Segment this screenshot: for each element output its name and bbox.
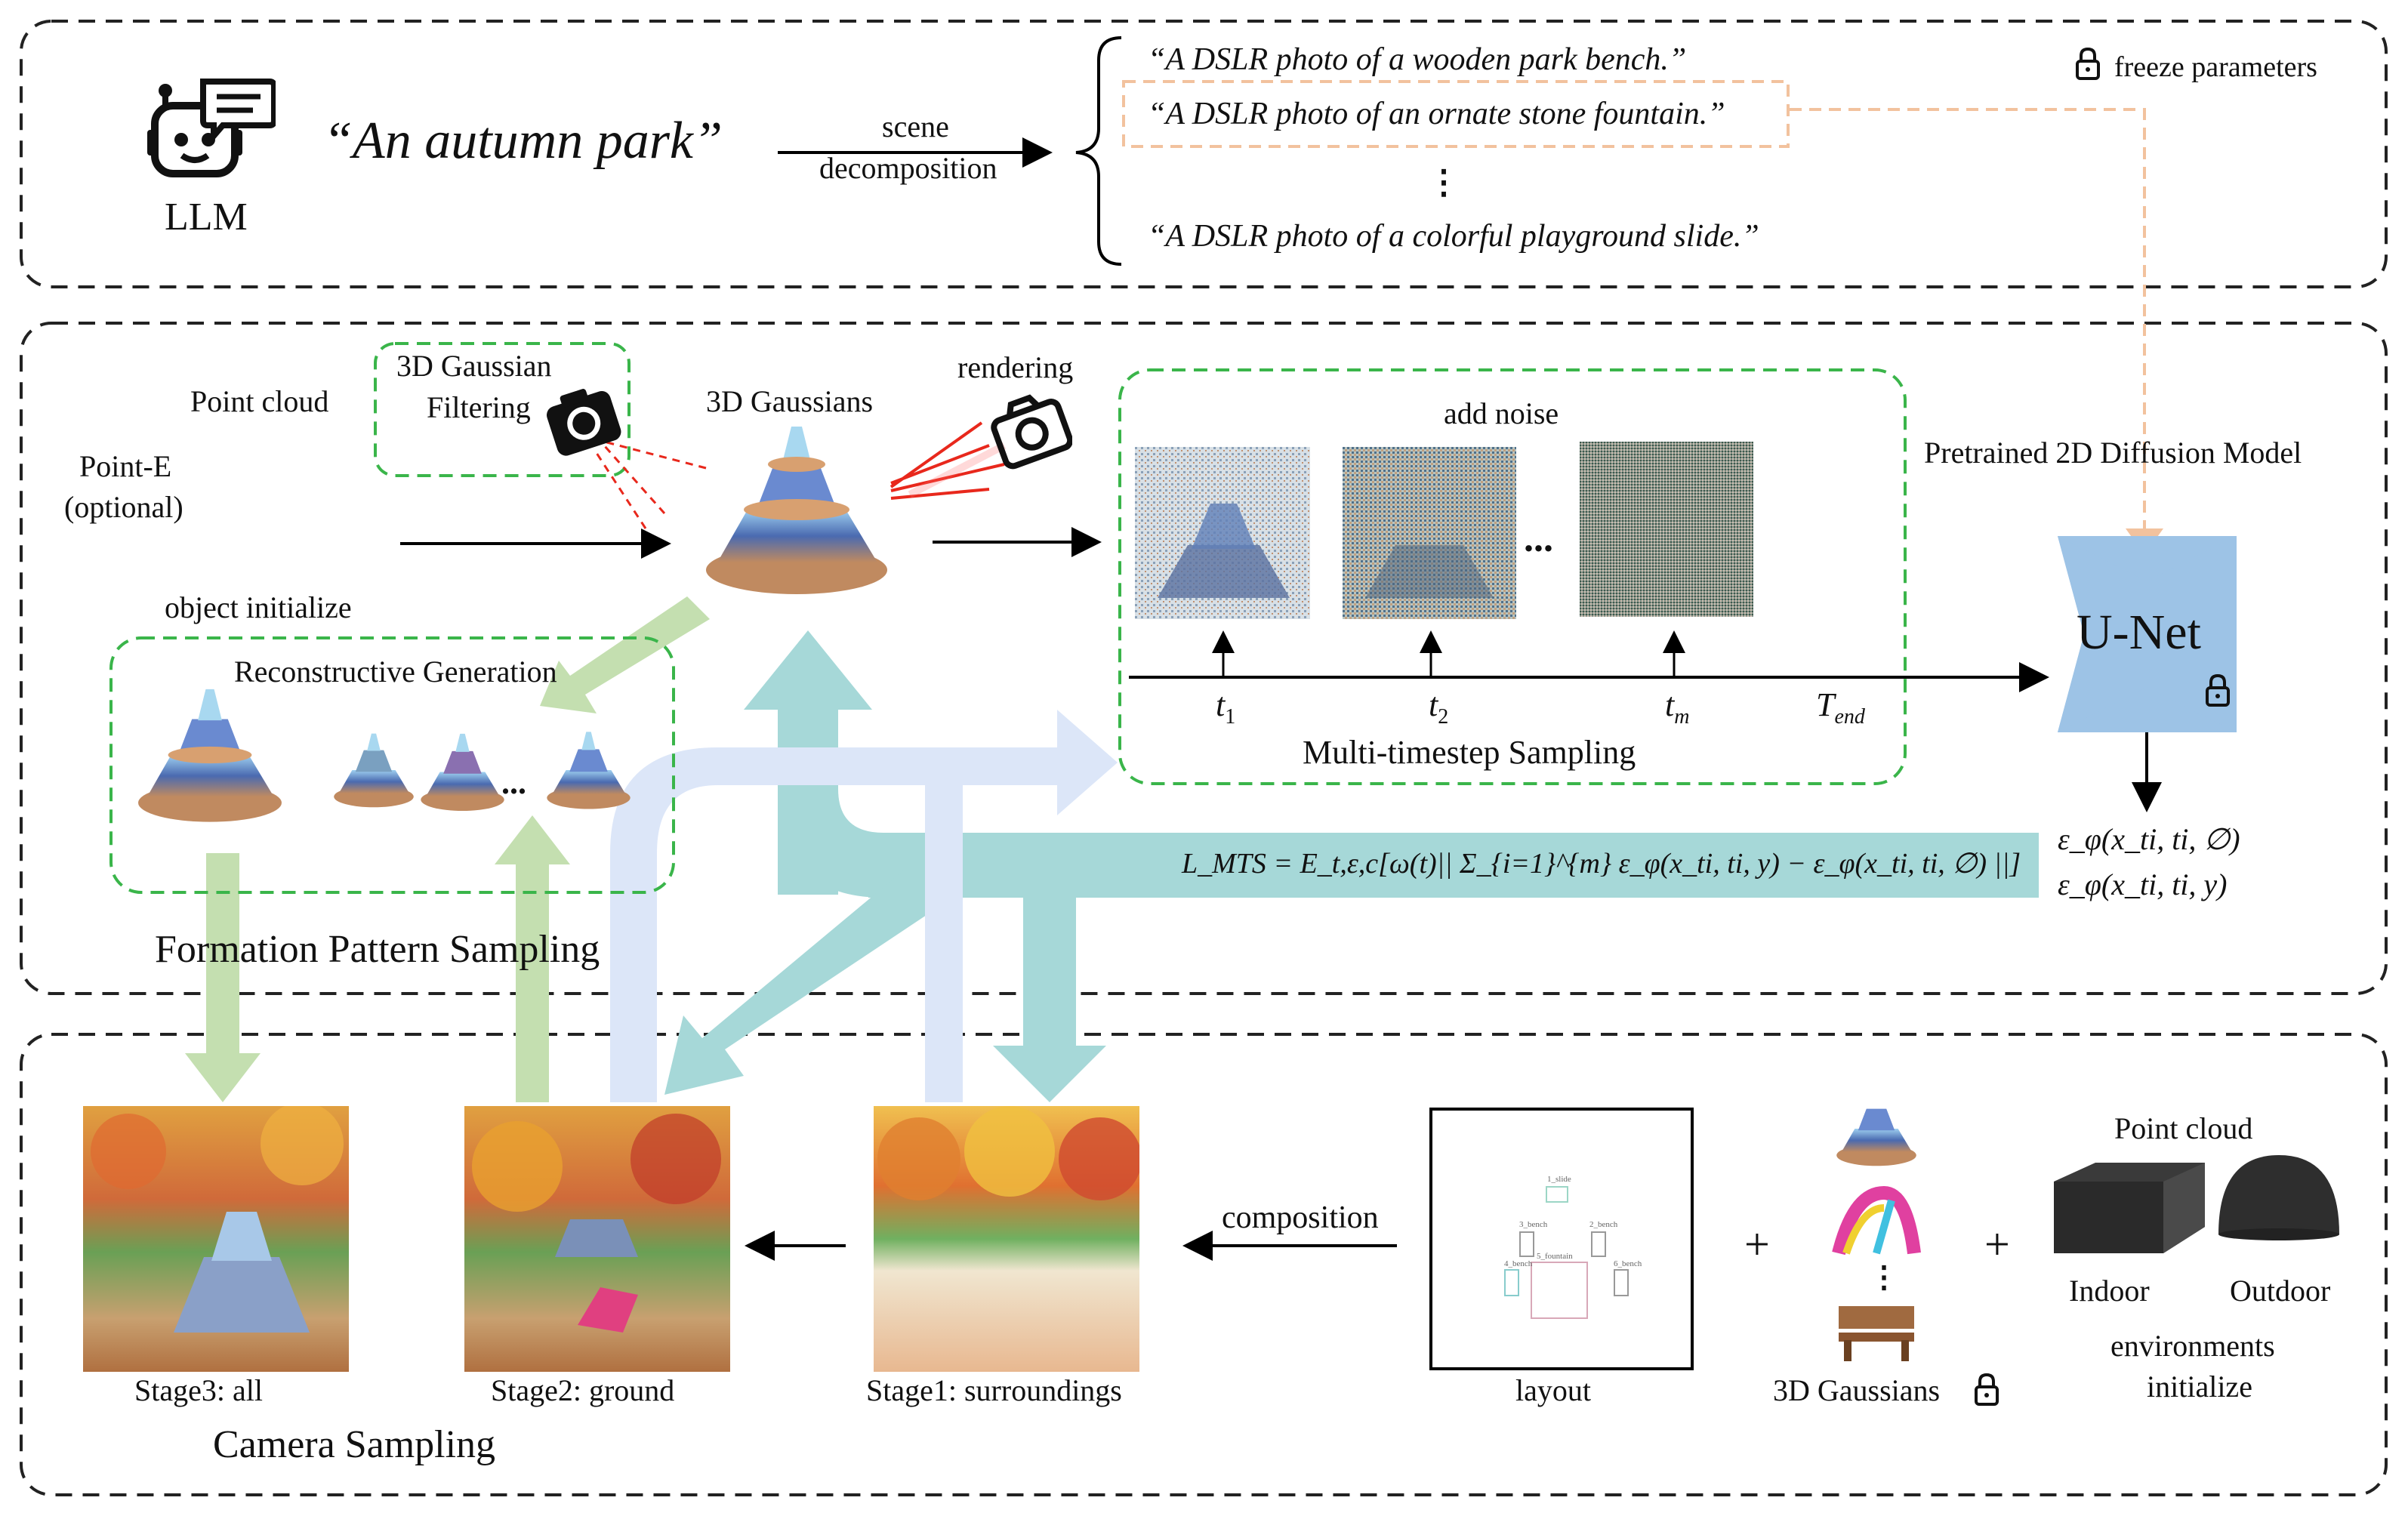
unet-lock-icon bbox=[2206, 673, 2230, 707]
scene-prompt: “An autumn park” bbox=[323, 112, 723, 170]
layout-label-bench3: 3_bench bbox=[1519, 1220, 1548, 1229]
t1-label: t1 bbox=[1216, 686, 1236, 729]
layout-label-slide: 1_slide bbox=[1547, 1175, 1571, 1184]
reconstructive-box bbox=[109, 636, 675, 894]
object-bench-icon bbox=[1839, 1306, 1914, 1361]
llm-section-box bbox=[20, 20, 2388, 288]
gaussian-filter-line1: 3D Gaussian bbox=[396, 349, 552, 383]
multi-timestep-label: Multi-timestep Sampling bbox=[1303, 734, 1636, 771]
objects-vdots: ⋮ bbox=[1869, 1260, 1899, 1294]
point-cloud-bottom-label: Point cloud bbox=[2114, 1111, 2253, 1145]
curly-brace bbox=[1075, 36, 1122, 266]
arrow-label-decomposition: decomposition bbox=[819, 151, 997, 185]
stage3-label: Stage3: all bbox=[134, 1373, 263, 1407]
layout-label-bench2: 2_bench bbox=[1589, 1220, 1618, 1229]
layout-label: layout bbox=[1515, 1373, 1591, 1407]
stage1-label: Stage1: surroundings bbox=[866, 1373, 1122, 1407]
loss-formula: L_MTS = E_t,ε,c[ω(t)|| Σ_{i=1}^{m} ε_φ(x… bbox=[1182, 848, 2021, 880]
gaussian-filter-line2: Filtering bbox=[427, 390, 531, 424]
rendering-camera-icon bbox=[991, 394, 1072, 470]
arrow-label-scene: scene bbox=[882, 109, 949, 143]
loss-band bbox=[868, 833, 2039, 898]
blue-curve-stage2 bbox=[610, 710, 1118, 1102]
stage3-image bbox=[83, 1106, 349, 1372]
outdoor-dome-icon bbox=[2218, 1155, 2339, 1240]
eps-uncond: ε_φ(x_ti, ti, ∅) bbox=[2058, 822, 2240, 856]
gaussians-lock-icon bbox=[1975, 1373, 1999, 1406]
plus-2: + bbox=[1984, 1219, 2010, 1269]
sub-prompt-1: “A DSLR photo of a wooden park bench.” bbox=[1148, 42, 1687, 77]
green-diag-arrow bbox=[540, 596, 710, 713]
tend-label: Tend bbox=[1816, 686, 1865, 729]
camera-section-box bbox=[20, 1033, 2388, 1496]
layout-label-bench4: 4_bench bbox=[1504, 1259, 1533, 1268]
outdoor-label: Outdoor bbox=[2230, 1274, 2331, 1308]
sub-prompt-2: “A DSLR photo of an ornate stone fountai… bbox=[1148, 97, 1725, 131]
env-label-line2: initialize bbox=[2147, 1370, 2252, 1404]
noise-image-1 bbox=[1135, 447, 1310, 619]
tm-label: tm bbox=[1665, 686, 1690, 729]
pretrained-label: Pretrained 2D Diffusion Model bbox=[1924, 436, 2302, 470]
add-noise-label: add noise bbox=[1444, 396, 1559, 430]
stage2-label: Stage2: ground bbox=[491, 1373, 675, 1407]
env-label-line1: environments bbox=[2110, 1329, 2275, 1363]
stage1-image bbox=[874, 1106, 1139, 1372]
recon-dots: ... bbox=[501, 764, 526, 801]
teal-down-shaft bbox=[1023, 898, 1076, 1049]
sub-prompt-vdots: ⋮ bbox=[1427, 164, 1460, 201]
gaussians-3d-label: 3D Gaussians bbox=[706, 384, 874, 418]
camera-sampling-label: Camera Sampling bbox=[213, 1423, 496, 1466]
green-up-shaft bbox=[516, 861, 549, 1102]
reconstructive-label: Reconstructive Generation bbox=[234, 655, 557, 689]
t2-label: t2 bbox=[1429, 686, 1449, 729]
green-down-shaft bbox=[206, 853, 239, 1057]
point-cloud-label: Point cloud bbox=[190, 384, 329, 418]
teal-diag-arrow bbox=[664, 868, 951, 1095]
multi-timestep-box bbox=[1118, 368, 1907, 785]
object-slide-icon bbox=[1832, 1185, 1921, 1256]
noise-dots: ... bbox=[1524, 517, 1553, 560]
formation-label: Formation Pattern Sampling bbox=[155, 928, 600, 971]
freeze-label: freeze parameters bbox=[2114, 51, 2317, 83]
teal-down-arrowhead bbox=[993, 1046, 1106, 1102]
recon-fountain-1 bbox=[334, 733, 414, 808]
freeze-lock-icon bbox=[2076, 47, 2100, 80]
plus-1: + bbox=[1744, 1219, 1770, 1269]
selected-prompt-box bbox=[1122, 80, 1790, 148]
recon-fountain-2 bbox=[421, 733, 504, 812]
object-initialize-label: object initialize bbox=[165, 590, 352, 624]
point-e-label: Point-E bbox=[79, 449, 172, 483]
indoor-box-icon bbox=[2054, 1163, 2205, 1253]
point-e-optional: (optional) bbox=[64, 490, 183, 524]
generation-section-box bbox=[20, 322, 2388, 995]
layout-box: 1_slide 3_bench 2_bench 4_bench 5_founta… bbox=[1429, 1108, 1694, 1370]
stage2-image bbox=[464, 1106, 730, 1372]
gaussians-fountain-image bbox=[706, 427, 887, 594]
recon-fountain-3 bbox=[547, 732, 631, 809]
filter-camera-icon bbox=[547, 389, 621, 456]
unet-label: U-Net bbox=[2077, 605, 2201, 660]
noise-image-2 bbox=[1343, 447, 1516, 619]
recon-fountain-large bbox=[138, 689, 282, 822]
indoor-label: Indoor bbox=[2069, 1274, 2150, 1308]
gaussians-bottom-label: 3D Gaussians bbox=[1773, 1373, 1941, 1407]
filtering-box bbox=[374, 342, 631, 477]
sub-prompt-3: “A DSLR photo of a colorful playground s… bbox=[1148, 219, 1759, 254]
layout-label-fountain: 5_fountain bbox=[1537, 1252, 1573, 1261]
object-fountain-icon bbox=[1836, 1108, 1916, 1166]
teal-up-arrowhead bbox=[744, 630, 872, 710]
noise-image-3 bbox=[1580, 442, 1753, 617]
rendering-label: rendering bbox=[957, 350, 1074, 384]
layout-label-bench6: 6_bench bbox=[1614, 1259, 1642, 1268]
composition-label: composition bbox=[1222, 1200, 1379, 1235]
blue-shaft-stage1 bbox=[925, 747, 963, 1102]
eps-cond: ε_φ(x_ti, ti, y) bbox=[2058, 867, 2228, 901]
llm-robot-icon bbox=[147, 79, 276, 177]
llm-label: LLM bbox=[165, 196, 248, 239]
